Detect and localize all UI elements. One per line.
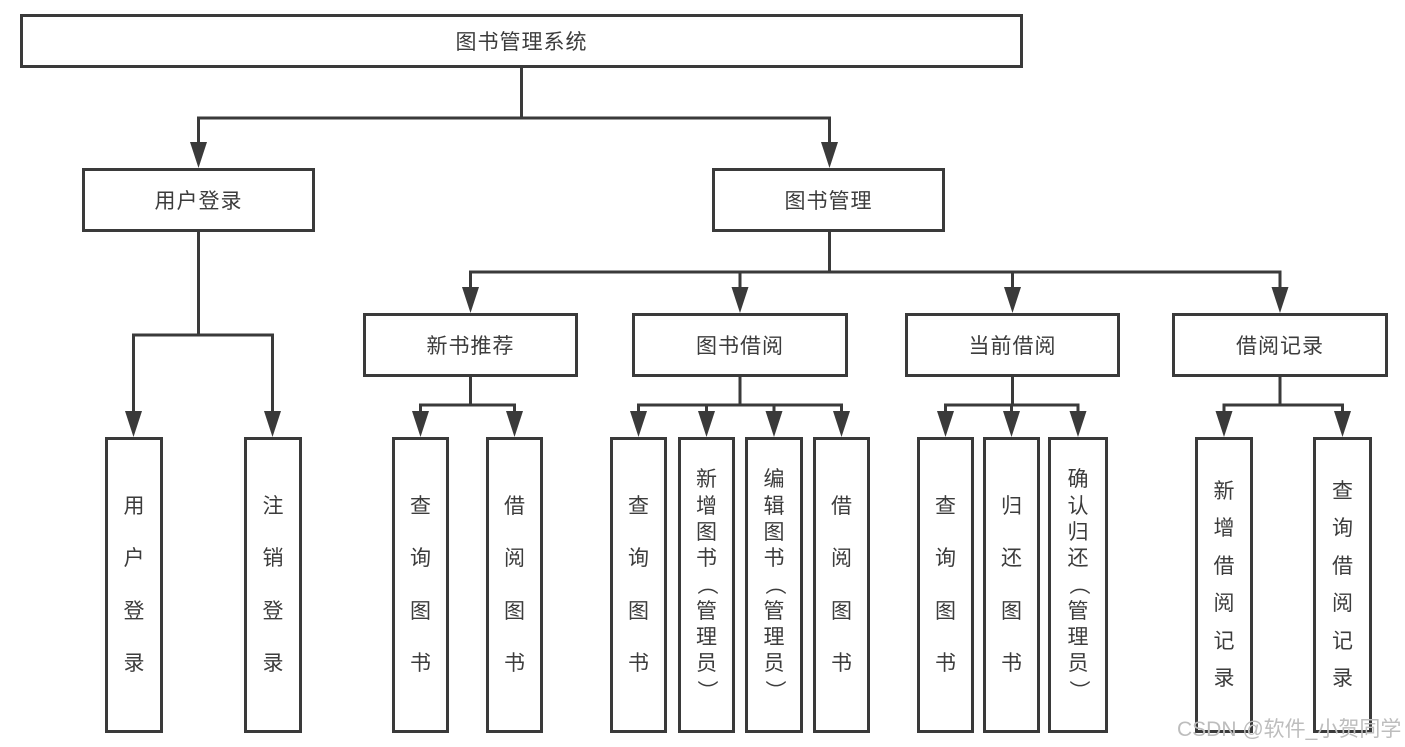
leaf-edit-books-admin: 编辑图书（管理员） [745, 437, 803, 733]
leaf-query-borrow-record: 查询借阅记录 [1313, 437, 1372, 733]
node-user-login: 用户登录 [82, 168, 315, 232]
connector-user-login-to-leaves [125, 232, 281, 437]
leaf-query-books-current: 查询图书 [917, 437, 974, 733]
connector-book-management-to-level3 [462, 232, 1289, 313]
csdn-watermark: CSDN @软件_小贺同学 [1177, 718, 1402, 741]
leaf-query-books-borrow: 查询图书 [610, 437, 667, 733]
leaf-user-login-label: 用户登录 [123, 494, 145, 676]
leaf-logout-login: 注销登录 [244, 437, 302, 733]
leaf-return-books-label: 归还图书 [1001, 494, 1022, 676]
node-book-management: 图书管理 [712, 168, 945, 232]
connector-root-to-level2 [190, 68, 838, 168]
leaf-query-books-recommend-label: 查询图书 [410, 494, 431, 676]
node-book-borrow-label: 图书借阅 [696, 335, 784, 358]
leaf-borrow-books-recommend-label: 借阅图书 [504, 494, 525, 676]
node-current-borrow-label: 当前借阅 [968, 335, 1057, 358]
leaf-borrow-books-label: 借阅图书 [831, 494, 852, 676]
leaf-query-borrow-record-label: 查询借阅记录 [1332, 479, 1353, 691]
node-borrow-records: 借阅记录 [1172, 313, 1388, 377]
connector-current-borrow-to-leaves [937, 377, 1087, 437]
leaf-query-books-current-label: 查询图书 [935, 494, 956, 676]
leaf-add-books-admin: 新增图书（管理员） [678, 437, 735, 733]
leaf-borrow-books-recommend: 借阅图书 [486, 437, 543, 733]
leaf-return-books: 归还图书 [983, 437, 1040, 733]
node-current-borrow: 当前借阅 [905, 313, 1120, 377]
leaf-edit-books-admin-label: 编辑图书（管理员） [762, 468, 786, 701]
connector-new-book-to-leaves [412, 377, 523, 437]
leaf-confirm-return-admin-label: 确认归还（管理员） [1066, 468, 1090, 701]
leaf-query-books-borrow-label: 查询图书 [628, 494, 649, 676]
connector-book-borrow-to-leaves [630, 377, 850, 437]
leaf-borrow-books: 借阅图书 [813, 437, 870, 733]
node-new-book-recommend-label: 新书推荐 [426, 335, 515, 358]
node-root: 图书管理系统 [20, 14, 1023, 68]
node-book-management-label: 图书管理 [784, 190, 873, 213]
leaf-add-borrow-record-label: 新增借阅记录 [1213, 479, 1235, 691]
leaf-user-login: 用户登录 [105, 437, 163, 733]
leaf-logout-login-label: 注销登录 [262, 494, 284, 676]
node-user-login-label: 用户登录 [154, 190, 243, 213]
node-borrow-records-label: 借阅记录 [1236, 335, 1324, 358]
leaf-confirm-return-admin: 确认归还（管理员） [1048, 437, 1108, 733]
leaf-add-books-admin-label: 新增图书（管理员） [695, 468, 718, 701]
connector-borrow-record-to-leaves [1215, 377, 1351, 437]
node-root-label: 图书管理系统 [455, 31, 588, 54]
leaf-add-borrow-record: 新增借阅记录 [1195, 437, 1253, 733]
leaf-query-books-recommend: 查询图书 [392, 437, 449, 733]
node-book-borrow: 图书借阅 [632, 313, 848, 377]
node-new-book-recommend: 新书推荐 [363, 313, 578, 377]
